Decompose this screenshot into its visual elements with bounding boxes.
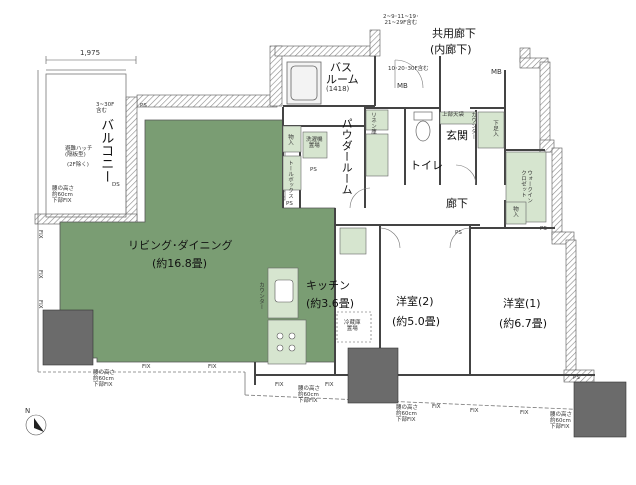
- bath-label-1: バス: [330, 61, 352, 74]
- bath-fixtures: [286, 61, 322, 105]
- ps-label-3: PS: [286, 201, 293, 207]
- mb-note: 10･20･30F含む: [388, 66, 429, 72]
- shoe-cabinet-label: 下足入: [492, 120, 499, 137]
- balcony-ds: DS: [112, 182, 120, 188]
- sash-note-3: 腰の高さ 約60cm 下部FIX: [396, 405, 419, 424]
- bath-label-2: ルーム: [326, 73, 359, 86]
- ps-label-1: PS: [140, 103, 147, 109]
- kitchen-counter-label: カウンター: [258, 282, 265, 310]
- linen-label: リネン庫: [370, 112, 377, 134]
- kitchen-label-1: キッチン: [306, 279, 350, 292]
- balcony-note-a: 3~30F 含む: [96, 102, 115, 115]
- corridor-subtitle: (内廊下): [430, 43, 472, 56]
- bath-label-3: (1418): [326, 85, 350, 93]
- ps-label-6: PS: [573, 375, 580, 381]
- western-room-1-label-2: (約6.7畳): [499, 317, 548, 330]
- dimension-line: [45, 56, 137, 64]
- fix-label-10: FIX: [37, 300, 44, 309]
- hallway-label: 廊下: [446, 197, 468, 210]
- balcony-note-c: (2F除く): [67, 162, 89, 168]
- living-label-1: リビング･ダイニング: [128, 239, 233, 252]
- mb-label-1: MB: [491, 68, 502, 76]
- fix-label-8: FIX: [37, 230, 44, 239]
- fix-label-3: FIX: [275, 382, 284, 388]
- toilet-fixture: [413, 111, 433, 142]
- tall-box-label: トールボックス: [287, 160, 294, 199]
- fridge-label: 冷蔵庫 置場: [344, 320, 361, 333]
- corridor-floors-note: 2~9･11~19･ 21~29F含む: [383, 14, 419, 27]
- ps-label-2: PS: [310, 167, 317, 173]
- kitchen-label-2: (約3.6畳): [306, 297, 355, 310]
- north-label: N: [25, 407, 31, 415]
- balcony-label: バルコニー: [98, 118, 114, 183]
- fix-label-2: FIX: [208, 364, 217, 370]
- mb-label-2: MB: [397, 82, 408, 90]
- dimension-label: 1,975: [80, 49, 101, 57]
- built-in-fixtures: [267, 109, 547, 365]
- sash-note-2: 腰の高さ 約60cm 下部FIX: [298, 386, 321, 405]
- balcony-outline: [37, 69, 593, 411]
- entrance-label: 玄関: [446, 129, 468, 142]
- sash-note-1: 腰の高さ 約60cm 下部FIX: [93, 370, 116, 389]
- door-swings: [349, 59, 477, 249]
- walkin-closet-label: ウォークイン クロゼット: [520, 170, 533, 203]
- closet-label-1: 物入: [287, 134, 294, 145]
- fix-label-9: FIX: [37, 270, 44, 279]
- living-label-2: (約16.8畳): [152, 257, 208, 270]
- upper-shoe-label: 上部天袋: [442, 112, 465, 118]
- sash-note-4: 腰の高さ 約60cm 下部FIX: [550, 412, 573, 431]
- balcony-hatch-note: 避難ハッチ (隔板型): [65, 146, 93, 159]
- kitchen-fixtures: [274, 279, 372, 352]
- powder-room-label: パウダールーム: [340, 118, 354, 195]
- fix-label-7: FIX: [520, 410, 529, 416]
- toilet-label: トイレ: [410, 159, 443, 172]
- washer-label: 洗濯機 置場: [306, 137, 323, 150]
- balcony-sash-note: 腰の高さ 約60cm 下部FIX: [52, 186, 75, 205]
- hall-counter-label: カウンター: [470, 112, 477, 140]
- pillars: [42, 309, 627, 438]
- western-room-2-label-1: 洋室(2): [396, 295, 434, 308]
- ps-label-5: PS: [540, 226, 547, 232]
- western-room-1-label-1: 洋室(1): [503, 297, 541, 310]
- ps-label-4: PS: [455, 230, 462, 236]
- corridor-title: 共用廊下: [432, 27, 476, 40]
- north-arrow-icon: [25, 414, 47, 436]
- fix-label-5: FIX: [432, 404, 441, 410]
- fix-label-6: FIX: [470, 408, 479, 414]
- western-room-2-label-2: (約5.0畳): [392, 315, 441, 328]
- fix-label-1: FIX: [142, 364, 151, 370]
- fix-label-4: FIX: [325, 382, 334, 388]
- closet-label-2: 物入: [512, 206, 519, 217]
